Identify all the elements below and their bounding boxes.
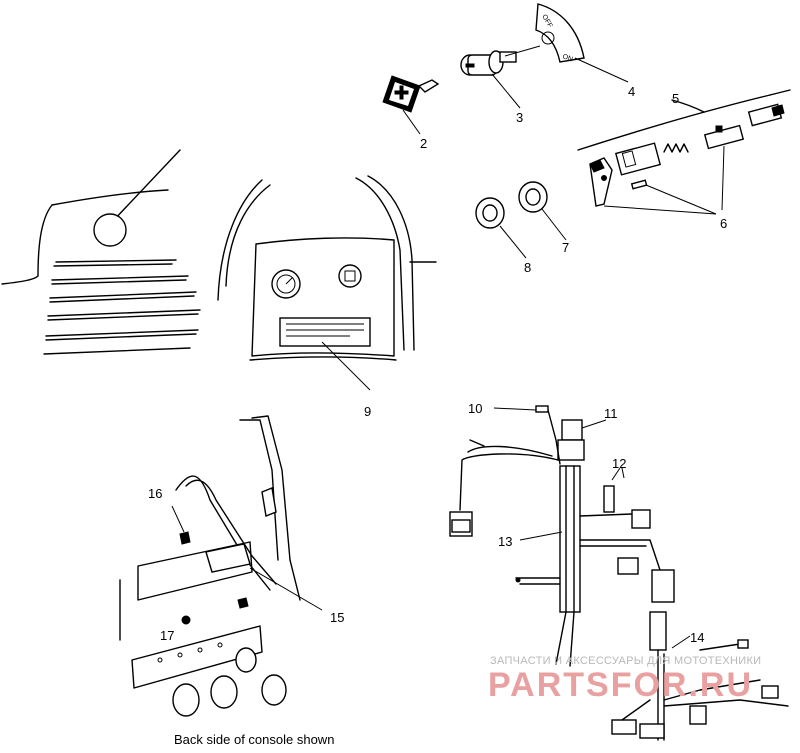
part-3-key-switch (460, 45, 541, 109)
callout-2: 2 (420, 136, 427, 151)
callout-8: 8 (524, 260, 531, 275)
part-4-switch-plate: OFF ON (535, 3, 629, 83)
part-5-housing-assembly (577, 89, 791, 215)
callout-6: 6 (720, 216, 727, 231)
switch-plate-on: ON (561, 53, 573, 63)
part-2-ignition-key (382, 75, 440, 135)
callout-10: 10 (468, 401, 482, 416)
watermark-tagline: ЗАПЧАСТИ И АКСЕССУАРЫ ДЛЯ МОТОТЕХНИКИ (490, 655, 761, 667)
callout-15: 15 (330, 610, 344, 625)
callout-12: 12 (612, 456, 626, 471)
part-8-nut (475, 197, 527, 259)
callout-4: 4 (628, 84, 635, 99)
hood-panel (1, 149, 201, 355)
callout-5: 5 (672, 91, 679, 106)
callout-17: 17 (160, 628, 174, 643)
callout-16: 16 (148, 486, 162, 501)
callouts: 2 3 4 5 6 7 8 9 10 11 12 13 14 15 16 17 (148, 84, 727, 645)
callout-7: 7 (562, 240, 569, 255)
callout-13: 13 (498, 534, 512, 549)
watermark: ЗАПЧАСТИ И АКСЕССУАРЫ ДЛЯ МОТОТЕХНИКИ PA… (488, 655, 761, 704)
vent-slots (43, 259, 201, 355)
wiring-harness-icon (449, 405, 789, 741)
key-switch-icon (465, 63, 475, 68)
callout-9: 9 (364, 404, 371, 419)
callout-14: 14 (690, 630, 704, 645)
ignition-key-icon (394, 85, 409, 100)
watermark-logo-text: PARTSFOR.RU (488, 666, 753, 704)
diagram-caption: Back side of console shown (174, 732, 334, 747)
callout-3: 3 (516, 110, 523, 125)
console-back-mount-holes (157, 642, 223, 663)
callout-11: 11 (604, 406, 618, 421)
part-9-console (217, 175, 437, 391)
console-back-view (119, 415, 323, 717)
part-7-washer (518, 181, 567, 241)
